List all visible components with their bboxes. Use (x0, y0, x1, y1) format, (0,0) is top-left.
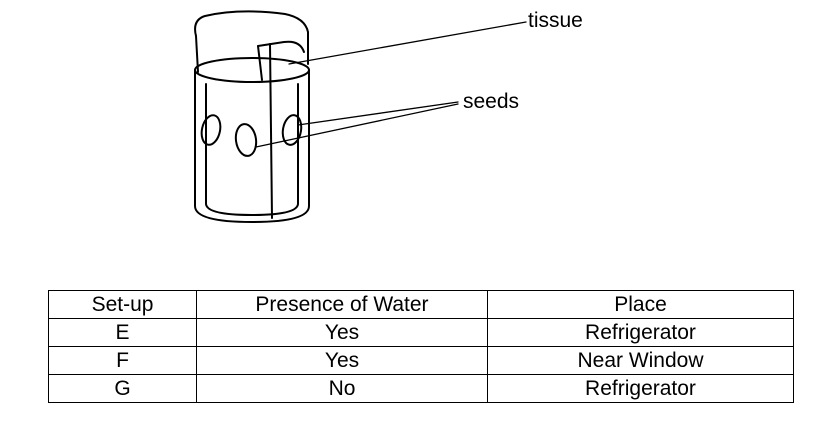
table-row: F Yes Near Window (48, 346, 794, 375)
leader-lines (255, 21, 527, 148)
tissue-label: tissue (528, 9, 583, 32)
seed (200, 114, 222, 146)
seeds-label: seeds (463, 90, 520, 113)
seeds-leader-line (255, 103, 459, 148)
place-cell: Refrigerator (487, 374, 794, 403)
setup-table: Set-up Presence of Water Place E Yes Ref… (48, 290, 794, 403)
setup-cell: E (48, 318, 197, 347)
water-cell: Yes (196, 346, 488, 375)
table-row: G No Refrigerator (48, 374, 794, 403)
water-cell: Yes (196, 318, 488, 347)
jar-illustration (194, 10, 527, 223)
setup-cell: G (48, 374, 197, 403)
tissue-roll (194, 10, 309, 219)
water-cell: No (196, 374, 488, 403)
column-header-presence-of-water: Presence of Water (196, 290, 488, 319)
seeds-leader-line (297, 101, 459, 126)
column-header-setup: Set-up (48, 290, 197, 319)
column-header-place: Place (487, 290, 794, 319)
table-row: E Yes Refrigerator (48, 318, 794, 347)
place-cell: Near Window (487, 346, 794, 375)
setup-cell: F (48, 346, 197, 375)
table-header-row: Set-up Presence of Water Place (48, 290, 794, 319)
seeds (200, 114, 303, 157)
tissue-leader-line (288, 21, 527, 65)
seed (281, 114, 303, 146)
place-cell: Refrigerator (487, 318, 794, 347)
seed (234, 123, 258, 157)
glass-jar (194, 57, 310, 223)
